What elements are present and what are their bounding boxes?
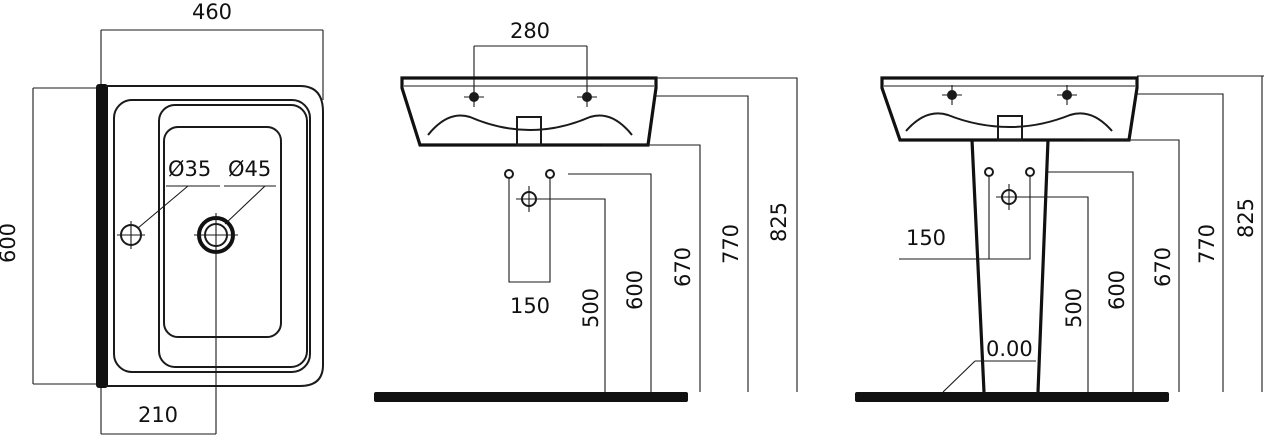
dim-500-label: 500 [579, 288, 603, 328]
dim-600-label: 600 [623, 270, 647, 310]
tap-spacing-label: 280 [510, 19, 550, 43]
pedestal-dim-825-label: 825 [1234, 198, 1258, 238]
pedestal-supply-right [1025, 167, 1035, 177]
basin-rim [113, 99, 311, 373]
drain-point [516, 186, 542, 212]
pedestal-basin-body [880, 76, 1139, 142]
side-view-wall: 280 150 500 [374, 19, 798, 402]
pedestal-dim-600-line [1048, 171, 1134, 392]
dim-825-line [656, 77, 798, 392]
pedestal-dim-670-label: 670 [1151, 247, 1175, 287]
width-dim-label: 460 [192, 0, 232, 24]
hole-small-label: Ø35 [168, 157, 211, 181]
pedestal-dim-770-label: 770 [1195, 224, 1219, 264]
dim-500-line [538, 198, 606, 392]
pedestal-dim-500-label: 500 [1062, 288, 1086, 328]
dim-825-label: 825 [767, 202, 791, 242]
pedestal-dim-500-line [1016, 196, 1089, 392]
dim-670-line [603, 144, 701, 392]
waste-outlet [516, 116, 542, 146]
drain-spacing-label: 150 [510, 294, 550, 318]
dim-770-label: 770 [719, 224, 743, 264]
floor-level-leader [942, 360, 976, 393]
basin-bowl-inner [163, 126, 282, 338]
hole-large-leader [224, 185, 266, 225]
depth-dim-label: 600 [0, 223, 20, 263]
pedestal-waste-outlet [997, 115, 1023, 141]
supply-point-right [545, 169, 555, 179]
drain-spacing-bracket [508, 179, 551, 283]
basin-bowl-outer [158, 104, 308, 368]
tap-hole-right [577, 87, 597, 107]
tap-offset-label: 210 [138, 403, 178, 427]
floor-level-label: 0.00 [986, 337, 1033, 361]
pedestal-basin-bowl-curve [905, 112, 1113, 132]
dim-600-line [568, 173, 652, 392]
pedestal-column [970, 139, 1050, 393]
dim-770-line [656, 95, 749, 392]
pedestal-floor-bar [855, 392, 1169, 402]
pedestal-dim-670-line [1084, 139, 1180, 392]
tap-hole-left [464, 87, 484, 107]
pedestal-dim-770-line [1137, 93, 1224, 392]
basin-bowl-curve [427, 114, 633, 136]
plan-view: 460 600 Ø35 Ø45 210 [0, 0, 324, 435]
hole-small-leader [137, 185, 189, 229]
dim-670-label: 670 [671, 247, 695, 287]
pedestal-supply-left [984, 167, 994, 177]
basin-outer-outline [106, 85, 324, 387]
hole-large-label: Ø45 [228, 157, 271, 181]
pedestal-tap-hole-right [1057, 85, 1077, 105]
wall-bar [96, 84, 108, 388]
pedestal-tap-hole-left [942, 85, 962, 105]
basin-body [400, 76, 658, 147]
side-view-pedestal: 150 0.00 500 600 670 770 825 [855, 75, 1264, 402]
floor-bar [374, 392, 688, 402]
pedestal-drain-spacing-label: 150 [906, 226, 946, 250]
pedestal-dim-600-label: 600 [1105, 270, 1129, 310]
pedestal-drain-spacing-right [989, 177, 1031, 260]
supply-point-left [504, 169, 514, 179]
